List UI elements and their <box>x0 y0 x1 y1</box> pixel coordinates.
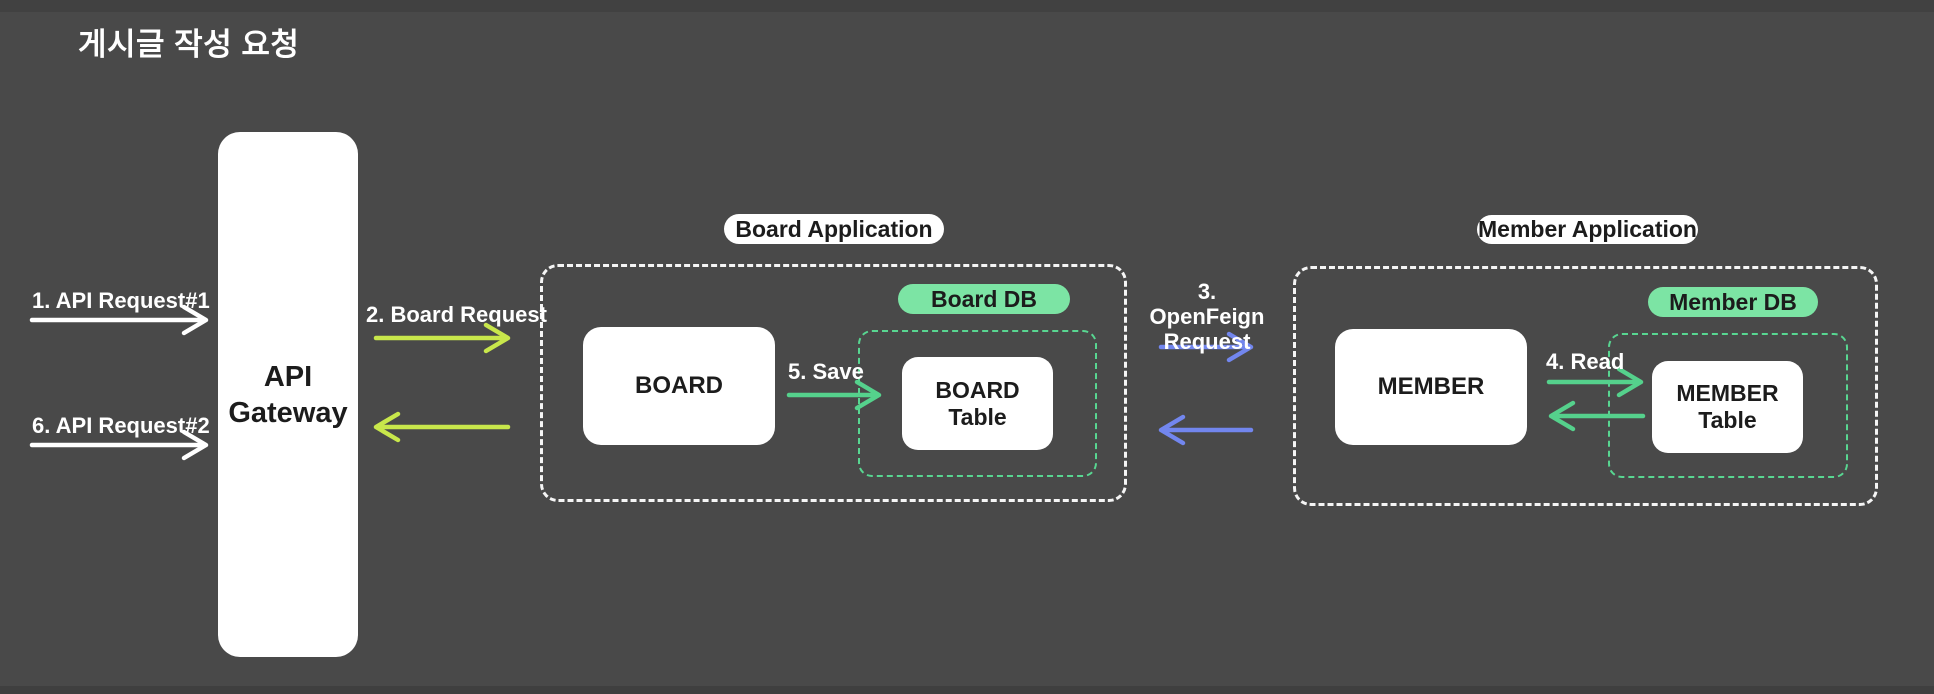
api-gateway-label: API Gateway <box>228 360 348 429</box>
board-db-pill: Board DB <box>898 284 1070 314</box>
bottom-edge-shade <box>0 686 1934 694</box>
top-edge-shade <box>0 0 1934 12</box>
member-db-label: Member DB <box>1669 288 1797 315</box>
board-service-box: BOARD <box>583 327 775 445</box>
board-db-label: Board DB <box>930 285 1038 312</box>
board-application-title: Board Application <box>735 215 933 242</box>
member-application-boundary <box>1293 266 1878 506</box>
api-request2-arrow <box>29 427 210 463</box>
save-arrow <box>786 377 883 413</box>
board-table-label: BOARD Table <box>935 376 1020 430</box>
board-service-label: BOARD <box>635 372 723 399</box>
api-request1-arrow <box>29 302 210 338</box>
api-request2-label: 6. API Request#2 <box>32 413 210 438</box>
board-application-pill: Board Application <box>724 214 944 244</box>
api-request1-label: 1. API Request#1 <box>32 288 210 313</box>
openfeign-response-arrow <box>1157 412 1254 448</box>
openfeign-request-arrow <box>1158 329 1255 365</box>
board-request-label: 2. Board Request <box>366 302 547 327</box>
board-db-boundary <box>858 330 1097 477</box>
board-request-arrow <box>373 320 512 356</box>
member-table-label: MEMBER Table <box>1676 380 1779 433</box>
save-label: 5. Save <box>788 359 864 384</box>
member-db-pill: Member DB <box>1648 287 1818 317</box>
board-table-box: BOARD Table <box>902 357 1053 450</box>
board-application-boundary <box>540 264 1127 502</box>
member-service-label: MEMBER <box>1377 373 1485 400</box>
member-application-pill: Member Application <box>1477 215 1698 244</box>
page-title: 게시글 작성 요청 <box>78 27 300 62</box>
member-db-boundary <box>1608 333 1848 478</box>
member-service-box: MEMBER <box>1335 329 1527 445</box>
board-response-arrow <box>372 409 511 445</box>
read-label: 4. Read <box>1546 349 1625 374</box>
api-gateway-box: API Gateway <box>218 132 358 657</box>
read-response-arrow <box>1547 398 1646 434</box>
member-table-box: MEMBER Table <box>1652 361 1803 453</box>
read-request-arrow <box>1546 364 1645 400</box>
openfeign-request-label: 3. OpenFeign Request <box>1149 279 1265 354</box>
member-application-title: Member Application <box>1478 216 1697 242</box>
